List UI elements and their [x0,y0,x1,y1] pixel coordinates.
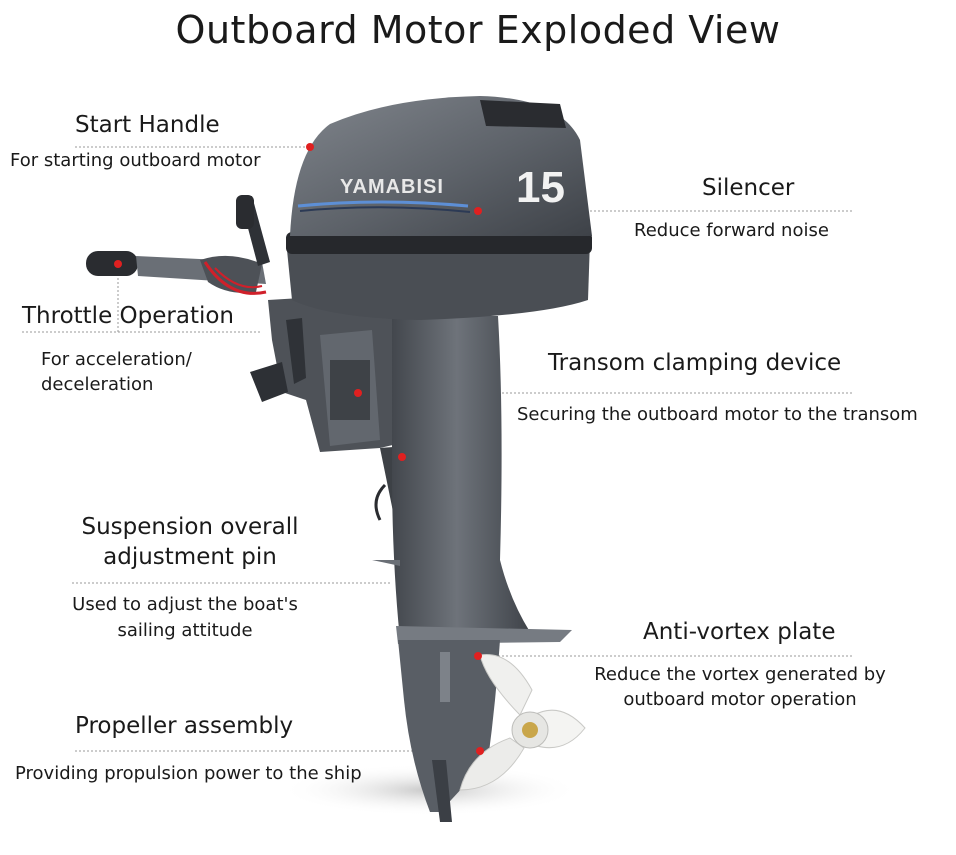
dot-throttle [114,260,122,268]
label-silencer: Silencer [702,175,795,201]
label-suspension-line1: Suspension overall [81,514,299,540]
label-start-handle: Start Handle [75,112,220,138]
tiller-handle [86,251,267,295]
brand-logo: YAMABISI [340,176,444,198]
desc-anti-vortex-line2: outboard motor operation [623,689,857,710]
shaft-housing [392,316,536,640]
label-anti-vortex-plate: Anti-vortex plate [643,619,836,645]
label-transom-clamping: Transom clamping device [548,350,842,376]
dot-start-handle [306,143,314,151]
dot-suspension [398,453,406,461]
anti-vortex-plate [372,560,400,566]
diagram-title: Outboard Motor Exploded View [175,8,781,52]
skeg [432,760,452,822]
desc-silencer: Reduce forward noise [634,220,829,241]
desc-throttle-line2: deceleration [41,374,154,395]
dot-anti-vortex [474,652,482,660]
desc-anti-vortex-line1: Reduce the vortex generated by [594,664,886,685]
label-propeller-assembly: Propeller assembly [75,713,294,739]
dot-propeller [476,747,484,755]
water-intake [440,652,450,702]
label-suspension-line2: adjustment pin [103,544,277,570]
cowl-stripe-dark [299,206,471,213]
air-intake [480,100,566,128]
gear-lever [236,195,270,266]
cowl-seam [286,232,592,254]
cavitation-plate [396,626,572,644]
lower-cowl [286,240,590,320]
desc-suspension-line1: Used to adjust the boat's [72,594,298,615]
desc-propeller-assembly: Providing propulsion power to the ship [15,763,362,784]
dot-silencer [474,207,482,215]
desc-suspension-line2: sailing attitude [117,620,253,641]
cowl-stripe [297,200,469,208]
callout-dots [114,143,484,755]
desc-throttle-line1: For acceleration/ [41,349,192,370]
desc-transom-clamping: Securing the outboard motor to the trans… [517,404,918,425]
model-number: 15 [516,163,565,212]
label-throttle-operation: Throttle Operation [22,303,234,329]
desc-start-handle: For starting outboard motor [10,150,261,171]
dot-transom [354,389,362,397]
